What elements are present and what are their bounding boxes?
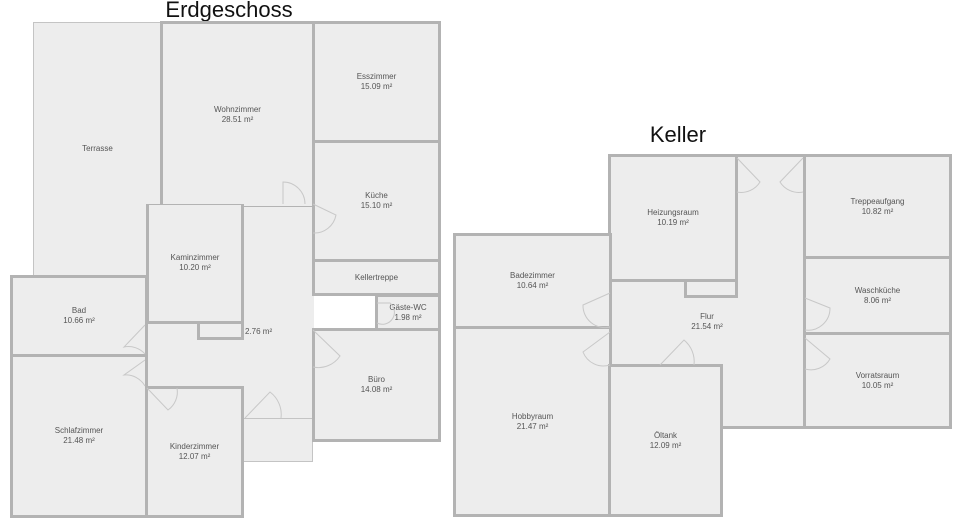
room-area: 21.48 m² — [63, 436, 95, 445]
room-area: 15.10 m² — [360, 201, 393, 210]
room-esszimmer: Esszimmer 15.09 m² — [312, 21, 441, 143]
room-area: 28.51 m² — [221, 115, 254, 124]
room-name: Vorratsraum — [855, 370, 900, 380]
room-name: Schlafzimmer — [54, 426, 104, 435]
room-name: Kaminzimmer — [170, 253, 220, 262]
room-heizungsraum: Heizungsraum 10.19 m² — [608, 154, 738, 282]
room-schlafzimmer: Schlafzimmer 21.48 m² — [10, 354, 148, 518]
room-name: Badezimmer — [510, 271, 555, 280]
room-kueche: Küche 15.10 m² — [312, 140, 441, 262]
room-buero: Büro 14.08 m² — [312, 328, 441, 442]
room-name: Esszimmer — [356, 72, 397, 81]
room-area: 21.47 m² — [516, 421, 549, 431]
room-name: Terrasse — [82, 144, 113, 153]
hallway-area: 2.76 m² — [245, 327, 273, 336]
room-terrasse: Terrasse — [33, 22, 162, 276]
hallway — [242, 204, 314, 419]
room-area: 10.66 m² — [63, 316, 95, 325]
entrance-area — [242, 418, 313, 462]
floor-title-erdgeschoss: Erdgeschoss — [165, 0, 293, 22]
room-area: 8.06 m² — [863, 295, 892, 305]
floor-title-keller: Keller — [649, 122, 707, 147]
room-name: Büro — [368, 375, 385, 384]
room-bad: Bad 10.66 m² — [10, 275, 148, 357]
closet — [197, 321, 244, 340]
room-kellertreppe: Kellertreppe — [312, 259, 441, 296]
room-kinderzimmer: Kinderzimmer 12.07 m² — [145, 386, 244, 518]
room-gaeste-wc: Gäste-WC 1.98 m² — [375, 294, 441, 331]
room-waschkueche: Waschküche 8.06 m² — [803, 256, 952, 335]
room-name: Heizungsraum — [647, 208, 699, 217]
room-name: Hobbyraum — [511, 411, 554, 421]
room-name: Wohnzimmer — [214, 105, 261, 114]
room-name: Küche — [365, 191, 388, 200]
room-name: Öltank — [653, 430, 678, 440]
room-area: 10.82 m² — [861, 206, 894, 216]
room-area: 10.19 m² — [657, 218, 689, 227]
room-name: Kinderzimmer — [169, 442, 220, 451]
room-area: 12.07 m² — [178, 452, 211, 461]
room-name: Kellertreppe — [354, 272, 399, 282]
room-oeltank: Öltank 12.09 m² — [608, 364, 723, 517]
closet-keller — [684, 279, 738, 298]
room-name: Gäste-WC — [389, 302, 427, 312]
room-hobbyraum: Hobbyraum 21.47 m² — [453, 326, 612, 517]
room-area: 12.09 m² — [649, 440, 682, 450]
room-area: 10.20 m² — [179, 263, 211, 272]
room-treppeaufgang: Treppeaufgang 10.82 m² — [803, 154, 952, 259]
room-name: Flur — [700, 312, 714, 321]
room-area: 21.54 m² — [691, 322, 723, 331]
room-area: 14.08 m² — [360, 385, 393, 394]
room-wohnzimmer: Wohnzimmer 28.51 m² — [160, 21, 315, 207]
room-badezimmer: Badezimmer 10.64 m² — [453, 233, 612, 329]
room-name: Waschküche — [854, 285, 901, 295]
room-area: 10.05 m² — [861, 380, 894, 390]
room-area: 10.64 m² — [516, 281, 549, 290]
room-area: 15.09 m² — [360, 82, 393, 91]
room-vorratsraum: Vorratsraum 10.05 m² — [803, 332, 952, 429]
room-area: 1.98 m² — [394, 312, 422, 322]
room-name: Bad — [71, 306, 87, 315]
room-name: Treppeaufgang — [850, 196, 905, 206]
room-kaminzimmer: Kaminzimmer 10.20 m² — [146, 204, 244, 324]
